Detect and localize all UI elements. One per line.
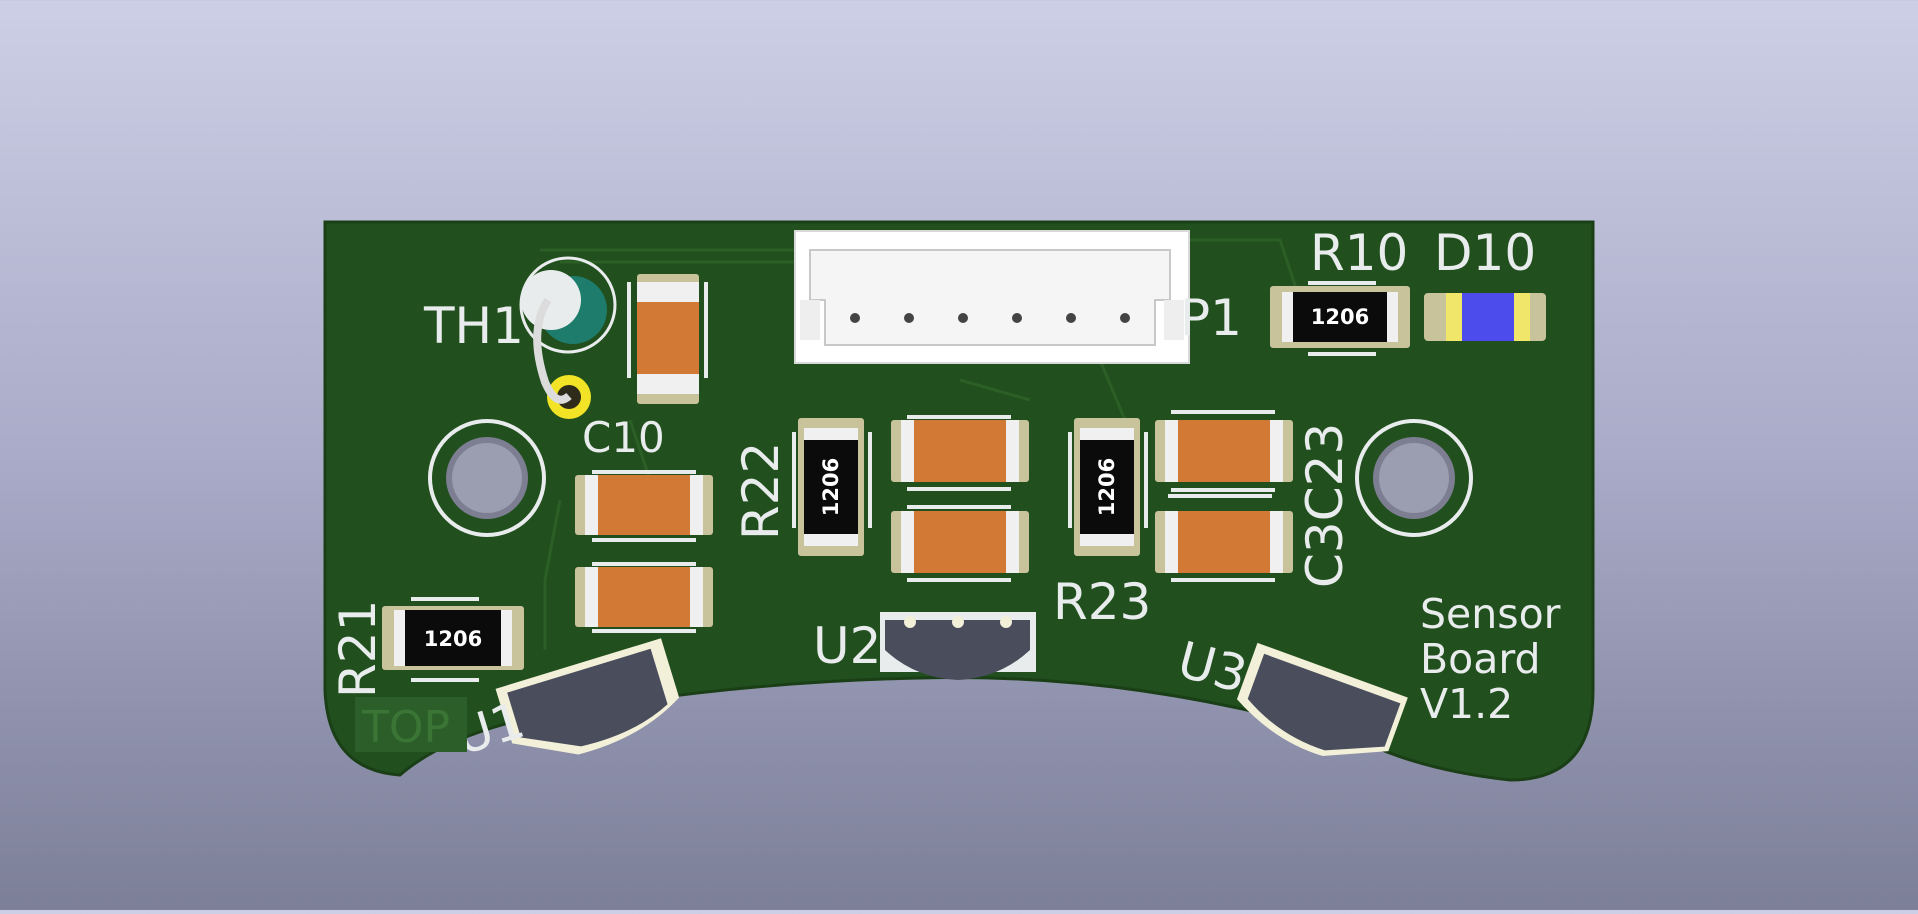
label-r23: R23: [1053, 573, 1151, 631]
sensor-u1[interactable]: [495, 638, 687, 772]
board-title-line3: V1.2: [1420, 680, 1513, 728]
sensor-u3[interactable]: [1229, 642, 1408, 777]
led-d10[interactable]: [1424, 293, 1546, 341]
capacitor-middle-lower[interactable]: [891, 505, 1029, 582]
sensor-u2[interactable]: [880, 612, 1036, 680]
layer-tag-label: TOP: [361, 702, 450, 753]
resistor-r10[interactable]: 1206: [1270, 281, 1410, 356]
resistor-r23[interactable]: 1206: [1068, 418, 1148, 556]
r21-code: 1206: [424, 627, 482, 651]
capacitor-vertical-top[interactable]: [627, 274, 708, 404]
r10-code: 1206: [1311, 305, 1369, 329]
thermistor-th1[interactable]: [519, 256, 617, 419]
connector-pins: [850, 313, 1130, 323]
capacitor-middle-upper[interactable]: [891, 415, 1029, 491]
board-title-line2: Board: [1420, 635, 1541, 683]
capacitor-left-lower[interactable]: [575, 562, 713, 633]
layer-tag: TOP: [355, 697, 467, 753]
label-r10: R10: [1310, 224, 1408, 282]
board-title-line1: Sensor: [1420, 590, 1561, 638]
capacitor-right-lower[interactable]: [1155, 511, 1293, 582]
capacitor-right-upper[interactable]: [1155, 410, 1293, 498]
connector-p1[interactable]: [794, 230, 1190, 364]
label-u2: U2: [813, 617, 881, 675]
label-c10: C10: [582, 413, 665, 462]
label-r22: R22: [732, 442, 790, 540]
label-r21: R21: [329, 600, 387, 698]
r22-code: 1206: [819, 458, 843, 516]
label-d10: D10: [1434, 224, 1536, 282]
label-p1: P1: [1180, 289, 1242, 347]
resistor-r21[interactable]: 1206: [382, 597, 524, 682]
r23-code: 1206: [1095, 458, 1119, 516]
board-title: Sensor Board V1.2: [1420, 590, 1561, 728]
label-th1: TH1: [423, 297, 524, 355]
mounting-hole-left: [428, 419, 546, 537]
label-c3c23: C3C23: [1296, 423, 1354, 588]
mounting-hole-right: [1355, 419, 1473, 537]
resistor-r22[interactable]: 1206: [792, 418, 872, 556]
copper-traces: [540, 238, 1302, 650]
capacitor-left-upper[interactable]: [575, 470, 713, 542]
